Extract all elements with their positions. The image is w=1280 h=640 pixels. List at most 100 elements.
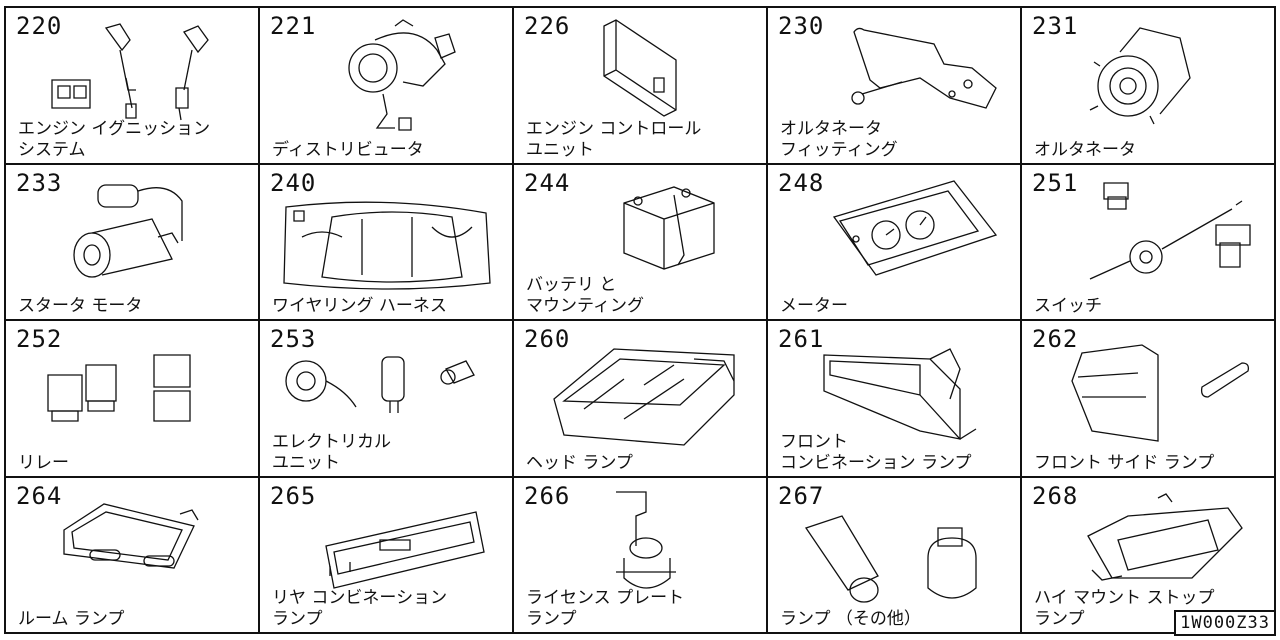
category-label: スイッチ — [1034, 296, 1102, 317]
category-label: ルーム ランプ — [18, 609, 124, 630]
category-cell-226[interactable]: 226 エンジン コントロールユニット — [514, 8, 768, 165]
category-label: スタータ モータ — [18, 296, 142, 317]
category-label: バッテリ とマウンティング — [526, 275, 644, 317]
license-plate-lamp-icon — [514, 478, 766, 633]
lamp-other-icon — [768, 478, 1020, 633]
category-cell-231[interactable]: 231 オルタネータ — [1022, 8, 1276, 165]
front-combination-lamp-icon — [768, 321, 1020, 476]
meter-icon — [768, 165, 1020, 320]
category-label-line: ディストリビュータ — [272, 139, 424, 160]
category-label-line: ルーム ランプ — [18, 609, 125, 629]
category-label: フロントコンビネーション ランプ — [780, 432, 972, 474]
category-code: 248 — [778, 168, 825, 197]
category-label-line: バッテリ と — [526, 275, 617, 295]
category-cell-244[interactable]: 244 バッテリ とマウンティング — [514, 164, 768, 321]
category-code: 262 — [1032, 325, 1079, 353]
category-label-line: エンジン イグニッション — [18, 118, 211, 139]
category-code: 265 — [270, 481, 317, 510]
category-label-line: ワイヤリング ハーネス — [272, 296, 447, 316]
category-cell-220[interactable]: 220 エンジン イグニッションシステム — [6, 8, 260, 165]
high-mount-stop-lamp-icon — [1022, 478, 1274, 633]
category-label-line: メーター — [780, 296, 848, 316]
room-lamp-icon — [6, 478, 258, 633]
battery-icon — [514, 165, 766, 320]
category-code: 253 — [270, 325, 317, 353]
category-code: 268 — [1032, 481, 1079, 510]
category-label-line: システム — [18, 139, 86, 160]
rear-combination-lamp-icon — [260, 478, 512, 633]
category-code: 260 — [524, 325, 571, 353]
wiring-harness-icon — [260, 165, 512, 320]
category-label-line: ユニット — [526, 139, 594, 160]
category-cell-233[interactable]: 233 スタータ モータ — [6, 164, 260, 321]
alternator-icon — [1022, 8, 1274, 163]
alternator-fitting-icon — [768, 8, 1020, 163]
front-side-lamp-icon — [1022, 321, 1274, 476]
category-label-line: ランプ （その他） — [780, 609, 921, 629]
category-label-line: リレー — [18, 452, 69, 473]
switch-icon — [1022, 165, 1274, 320]
category-cell-261[interactable]: 261 フロントコンビネーション ランプ — [768, 321, 1022, 478]
category-label-line: フロント サイド ランプ — [1034, 452, 1215, 473]
category-label-line: ユニット — [272, 452, 340, 473]
category-label-line: オルタネータ — [780, 118, 882, 139]
category-code: 267 — [778, 481, 825, 510]
category-cell-253[interactable]: 253 エレクトリカルユニット — [260, 321, 514, 478]
category-label-line: ハイ マウント ストップ — [1034, 588, 1215, 608]
category-cell-265[interactable]: 265 リヤ コンビネーションランプ — [260, 477, 514, 634]
ignition-system-icon — [6, 8, 258, 163]
category-cell-251[interactable]: 251 スイッチ — [1022, 164, 1276, 321]
category-label-line: スタータ モータ — [18, 296, 143, 316]
category-cell-260[interactable]: 260 ヘッド ランプ — [514, 321, 768, 478]
category-label: ヘッド ランプ — [526, 453, 633, 474]
category-code: 220 — [16, 12, 63, 40]
category-cell-268[interactable]: 268 ハイ マウント ストップランプ — [1022, 477, 1276, 634]
category-label-line: マウンティング — [526, 296, 644, 316]
category-label-line: ランプ — [1034, 609, 1085, 629]
category-label: ワイヤリング ハーネス — [272, 296, 447, 317]
category-cell-248[interactable]: 248 メーター — [768, 164, 1022, 321]
distributor-icon — [260, 8, 512, 163]
category-cell-267[interactable]: 267 ランプ （その他） — [768, 477, 1022, 634]
category-label: オルタネータフィッティング — [780, 119, 898, 161]
category-label-line: フィッティング — [780, 139, 898, 160]
category-cell-240[interactable]: 240 ワイヤリング ハーネス — [260, 164, 514, 321]
category-label: リヤ コンビネーションランプ — [272, 588, 447, 630]
category-label-line: ランプ — [272, 609, 323, 629]
category-code: 264 — [16, 481, 63, 510]
category-cell-252[interactable]: 252 リレー — [6, 321, 260, 478]
category-label: ライセンス プレートランプ — [526, 588, 684, 630]
category-cell-264[interactable]: 264 ルーム ランプ — [6, 477, 260, 634]
category-label: メーター — [780, 296, 848, 317]
electrical-unit-icon — [260, 321, 512, 476]
category-label: オルタネータ — [1034, 140, 1136, 161]
category-label-line: ヘッド ランプ — [526, 452, 633, 473]
category-label: フロント サイド ランプ — [1034, 453, 1214, 474]
category-label: エンジン コントロールユニット — [526, 119, 701, 161]
engine-control-unit-icon — [514, 8, 766, 163]
category-code: 230 — [778, 12, 825, 40]
category-cell-221[interactable]: 221 ディストリビュータ — [260, 8, 514, 165]
relay-icon — [6, 321, 258, 476]
category-code: 231 — [1032, 12, 1079, 40]
category-code: 252 — [16, 325, 63, 353]
reference-code: 1W000Z33 — [1174, 610, 1276, 636]
headlamp-icon — [514, 321, 766, 476]
category-label-line: コンビネーション ランプ — [780, 452, 972, 473]
category-code: 226 — [524, 12, 571, 40]
category-label: ランプ （その他） — [780, 609, 921, 630]
category-label-line: ライセンス プレート — [526, 588, 685, 608]
category-code: 266 — [524, 481, 571, 510]
category-label: リレー — [18, 453, 69, 474]
category-code: 233 — [16, 168, 63, 197]
category-label: エレクトリカルユニット — [272, 432, 391, 474]
category-code: 240 — [270, 168, 317, 197]
category-cell-262[interactable]: 262 フロント サイド ランプ — [1022, 321, 1276, 478]
category-label-line: オルタネータ — [1034, 139, 1136, 160]
category-cell-230[interactable]: 230 オルタネータフィッティング — [768, 8, 1022, 165]
category-label: ディストリビュータ — [272, 140, 424, 161]
category-code: 251 — [1032, 168, 1079, 197]
category-cell-266[interactable]: 266 ライセンス プレートランプ — [514, 477, 768, 634]
starter-motor-icon — [6, 165, 258, 320]
